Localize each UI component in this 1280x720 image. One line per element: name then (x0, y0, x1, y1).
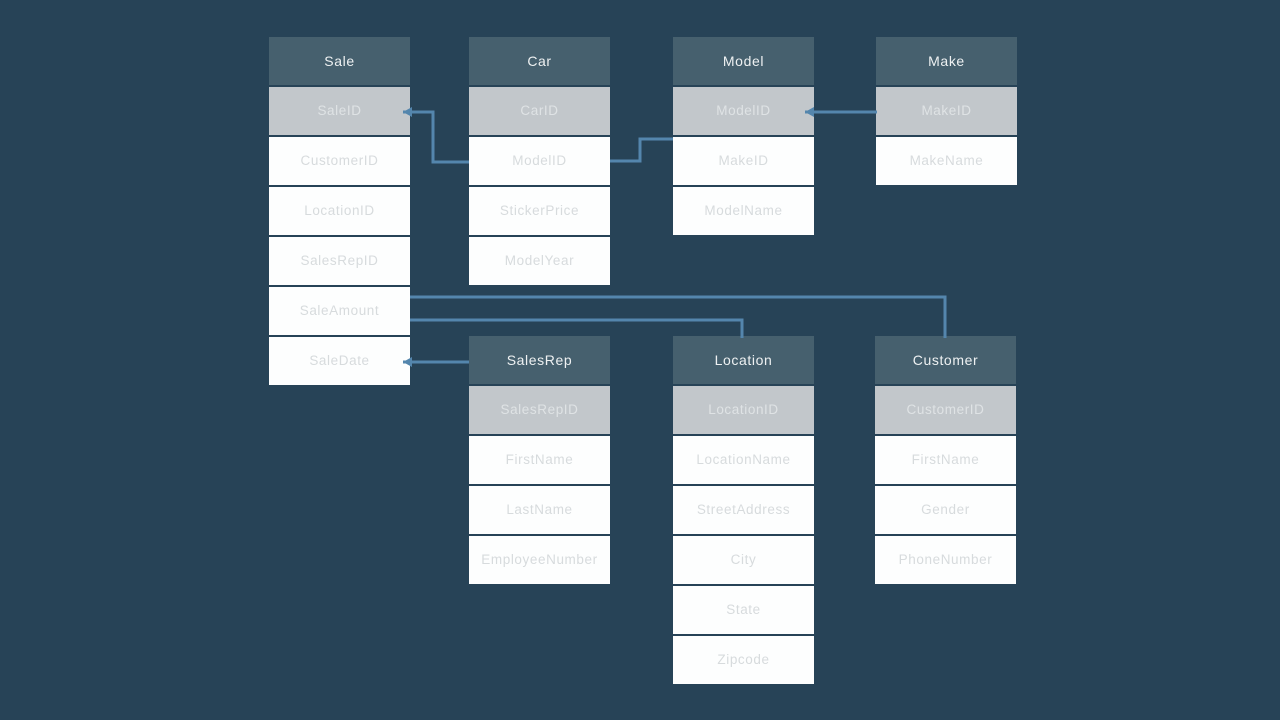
relationship-line (403, 110, 469, 164)
primary-key-row: LocationID (673, 386, 814, 434)
table-header: SalesRep (469, 336, 610, 384)
table-header: Sale (269, 37, 410, 85)
field-row: LocationID (269, 187, 410, 235)
table-header: Model (673, 37, 814, 85)
field-row: MakeID (673, 137, 814, 185)
relationship-line (610, 137, 673, 163)
field-row: ModelID (469, 137, 610, 185)
table-header: Car (469, 37, 610, 85)
relationship-line (410, 295, 947, 338)
field-row: Gender (875, 486, 1016, 534)
primary-key-row: CustomerID (875, 386, 1016, 434)
field-row: City (673, 536, 814, 584)
primary-key-row: MakeID (876, 87, 1017, 135)
field-row: SalesRepID (269, 237, 410, 285)
field-row: PhoneNumber (875, 536, 1016, 584)
field-row: SaleAmount (269, 287, 410, 335)
field-row: StickerPrice (469, 187, 610, 235)
primary-key-row: CarID (469, 87, 610, 135)
field-row: LastName (469, 486, 610, 534)
primary-key-row: SaleID (269, 87, 410, 135)
field-row: ModelYear (469, 237, 610, 285)
field-row: State (673, 586, 814, 634)
primary-key-row: ModelID (673, 87, 814, 135)
table-header: Make (876, 37, 1017, 85)
table-header: Location (673, 336, 814, 384)
field-row: Zipcode (673, 636, 814, 684)
field-row: ModelName (673, 187, 814, 235)
table-header: Customer (875, 336, 1016, 384)
field-row: StreetAddress (673, 486, 814, 534)
field-row: SaleDate (269, 337, 410, 385)
field-row: FirstName (469, 436, 610, 484)
field-row: FirstName (875, 436, 1016, 484)
primary-key-row: SalesRepID (469, 386, 610, 434)
field-row: MakeName (876, 137, 1017, 185)
field-row: LocationName (673, 436, 814, 484)
field-row: EmployeeNumber (469, 536, 610, 584)
field-row: CustomerID (269, 137, 410, 185)
